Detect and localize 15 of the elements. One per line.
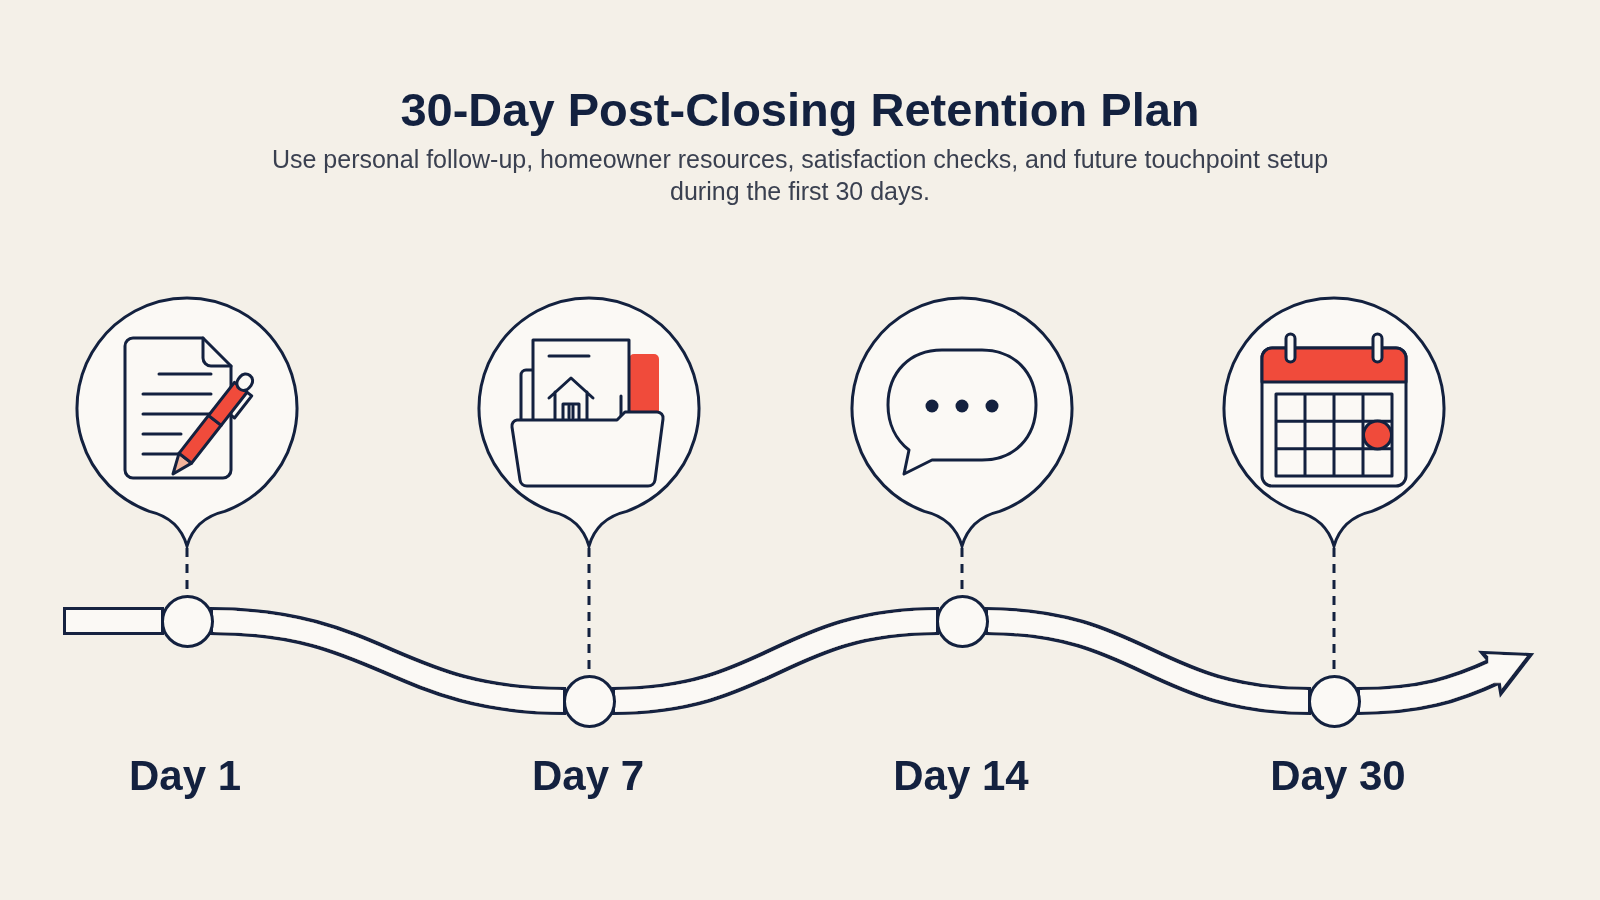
map-pin — [1222, 296, 1446, 550]
map-pin — [850, 296, 1074, 550]
day-label: Day 14 — [893, 752, 1029, 800]
road-segment — [209, 607, 567, 715]
map-pin — [75, 296, 299, 550]
road-segment — [984, 607, 1312, 715]
day-label: Day 1 — [128, 752, 242, 800]
road-segment — [63, 607, 164, 635]
map-pin — [477, 296, 701, 550]
road-arrow — [1356, 650, 1535, 715]
day-label: Day 7 — [531, 752, 645, 800]
subtitle: Use personal follow-up, homeowner resources, satisfaction checks, and future touchpoint setup during the first 30 days. — [270, 144, 1330, 207]
title: 30-Day Post-Closing Retention Plan — [400, 82, 1200, 138]
day-label: Day 30 — [1270, 752, 1406, 800]
road-segment — [611, 607, 940, 715]
